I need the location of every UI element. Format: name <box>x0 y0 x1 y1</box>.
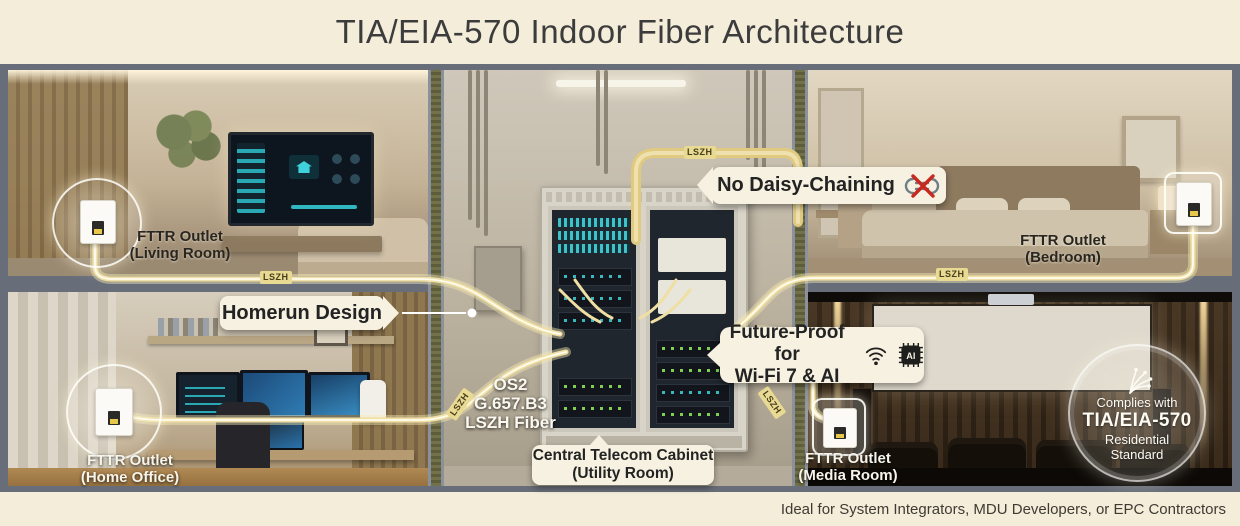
label-line: (Bedroom) <box>1025 249 1101 266</box>
wall-shelf <box>148 336 394 344</box>
future-proof-text: Future-Proof for Wi-Fi 7 & AI <box>720 322 854 388</box>
tv-menu-sidebar <box>237 143 265 213</box>
smart-tv <box>228 132 374 226</box>
future-proof-line1: Future-Proof for <box>729 322 845 365</box>
ceiling-light <box>556 80 686 87</box>
callout-future-proof: Future-Proof for Wi-Fi 7 & AI AI <box>707 322 924 387</box>
office-chair <box>216 402 270 476</box>
badge-line3: Residential <box>1104 431 1170 447</box>
fttr-faceplate <box>823 408 857 448</box>
cabinet-door-right <box>646 206 738 432</box>
footer-text: Ideal for System Integrators, MDU Develo… <box>780 500 1226 518</box>
badge-line4: Standard <box>1110 446 1164 462</box>
conduit <box>604 70 608 174</box>
switch-leds <box>558 378 632 396</box>
fiber-splay-icon <box>1129 367 1153 394</box>
future-proof-line2: Wi-Fi 7 & AI <box>734 366 840 387</box>
label-home-office-outlet: FTTR Outlet (Home Office) <box>55 452 205 486</box>
svg-text:AI: AI <box>906 351 915 361</box>
fiber-spec-line1: OS2 <box>493 375 528 394</box>
fttr-faceplate <box>95 388 133 436</box>
fttr-faceplate <box>1176 182 1212 226</box>
switch-leds <box>656 406 730 424</box>
office-floor <box>8 468 428 486</box>
fiber-port <box>834 427 846 439</box>
cable-riser-right <box>792 70 808 486</box>
tv-slider <box>291 205 357 209</box>
projector <box>988 294 1034 305</box>
conduit <box>484 70 488 236</box>
callout-homerun-design: Homerun Design <box>220 296 399 330</box>
label-media-room-outlet: FTTR Outlet (Media Room) <box>775 450 921 484</box>
callout-no-daisy-chaining: No Daisy-Chaining <box>697 167 946 204</box>
patch-panel <box>558 218 630 227</box>
conduit <box>476 70 480 228</box>
wall-light-strip <box>1200 300 1207 450</box>
callout-arrow-left <box>697 167 713 204</box>
label-living-room-outlet: FTTR Outlet (Living Room) <box>108 228 252 262</box>
label-line: FTTR Outlet <box>137 228 223 245</box>
cabinet-callout-line1: Central Telecom Cabinet <box>532 447 714 464</box>
media-room-outlet <box>812 398 866 456</box>
home-office-outlet <box>66 364 162 460</box>
building-cross-section <box>0 64 1240 492</box>
fiber-tray <box>658 280 726 314</box>
callout-central-cabinet: Central Telecom Cabinet (Utility Room) <box>532 435 714 485</box>
label-bedroom-outlet: FTTR Outlet (Bedroom) <box>990 232 1136 266</box>
no-daisy-chaining-text: No Daisy-Chaining <box>717 174 895 196</box>
lszh-tag: LSZH <box>684 146 716 159</box>
fiber-port <box>1188 203 1200 217</box>
wall-junction-box <box>474 246 522 312</box>
switch-leds <box>656 384 730 402</box>
badge-line1: Complies with <box>1096 394 1178 410</box>
conduit <box>596 70 600 166</box>
conduit <box>754 70 758 168</box>
label-line: FTTR Outlet <box>87 452 173 469</box>
ai-chip-icon: AI <box>899 343 924 367</box>
patch-panel <box>558 231 630 240</box>
callout-arrow-left <box>707 342 721 368</box>
desk <box>148 450 414 460</box>
wifi-7-icon <box>866 347 887 366</box>
cabinet-callout-line2: (Utility Room) <box>572 465 674 482</box>
footer-band: Ideal for System Integrators, MDU Develo… <box>0 492 1240 526</box>
callout-arrow-up <box>590 435 608 445</box>
badge-line2: TIA/EIA-570 <box>1082 409 1192 431</box>
conduit <box>468 70 472 220</box>
compliance-badge: Complies with TIA/EIA-570 Residential St… <box>1068 344 1206 482</box>
bedside-lamp <box>1158 186 1180 210</box>
fiber-port <box>108 411 120 425</box>
label-line: (Home Office) <box>80 469 180 486</box>
chain-links-crossed-icon <box>904 173 940 198</box>
lszh-tag: LSZH <box>260 271 292 284</box>
label-line: (Media Room) <box>798 467 898 484</box>
label-line: (Living Room) <box>129 245 231 262</box>
fiber-tray <box>658 238 726 272</box>
page-title: TIA/EIA-570 Indoor Fiber Architecture <box>335 13 905 50</box>
bedroom-outlet <box>1164 172 1222 234</box>
fiber-port <box>92 221 104 235</box>
tv-control-buttons <box>329 151 363 191</box>
label-line: FTTR Outlet <box>1020 232 1106 249</box>
splice-module <box>558 290 632 308</box>
lszh-tag: LSZH <box>936 268 968 281</box>
plant <box>148 110 226 176</box>
switch-leds <box>558 400 632 418</box>
books <box>158 318 218 336</box>
splice-module <box>558 268 632 286</box>
ceiling-cove-light <box>8 70 428 84</box>
splice-module <box>558 312 632 330</box>
patch-panel <box>558 244 630 253</box>
homerun-design-text: Homerun Design <box>221 301 383 324</box>
header-band: TIA/EIA-570 Indoor Fiber Architecture <box>0 0 1240 64</box>
callout-arrow-right <box>383 296 399 330</box>
conduit <box>746 70 750 160</box>
label-line: FTTR Outlet <box>805 450 891 467</box>
conduit <box>762 70 766 176</box>
wall-access-point <box>360 380 386 422</box>
smart-home-icon <box>289 155 319 179</box>
wall-picture <box>1122 116 1180 182</box>
